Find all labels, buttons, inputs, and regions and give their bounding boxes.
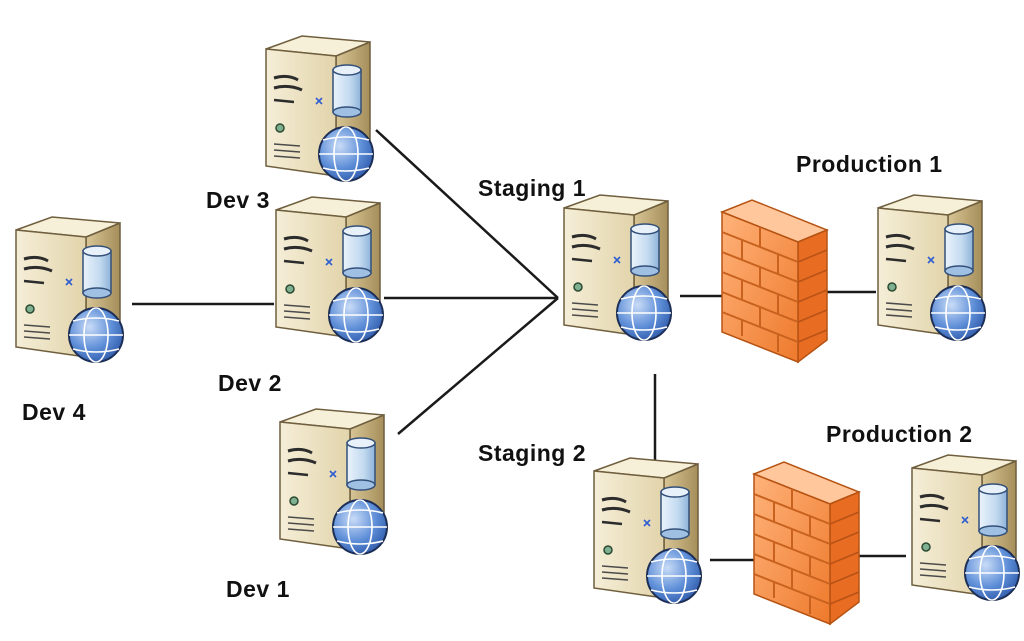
firewall2-icon: [753, 461, 860, 625]
dev2-label: Dev 2: [218, 370, 282, 396]
dev3-server-icon: [264, 34, 375, 183]
dev3-label: Dev 3: [206, 187, 270, 213]
staging1-label: Staging 1: [478, 175, 586, 201]
connector-dev1-staging1: [397, 297, 559, 435]
connector-lines: [132, 129, 906, 562]
staging2-label: Staging 2: [478, 440, 586, 466]
production2-label: Production 2: [826, 421, 973, 447]
dev1-server-icon: [278, 407, 389, 556]
staging1-server-icon: [562, 193, 673, 342]
connector-dev3-staging1: [375, 129, 559, 299]
dev2-server-icon: [274, 195, 385, 344]
dev4-label: Dev 4: [22, 399, 86, 425]
production1-server-icon: [876, 193, 987, 342]
firewall1-icon: [721, 199, 828, 363]
dev4-server-icon: [14, 215, 125, 364]
production1-label: Production 1: [796, 151, 943, 177]
dev1-label: Dev 1: [226, 576, 290, 602]
staging2-server-icon: [592, 456, 703, 605]
production2-server-icon: [910, 453, 1021, 602]
